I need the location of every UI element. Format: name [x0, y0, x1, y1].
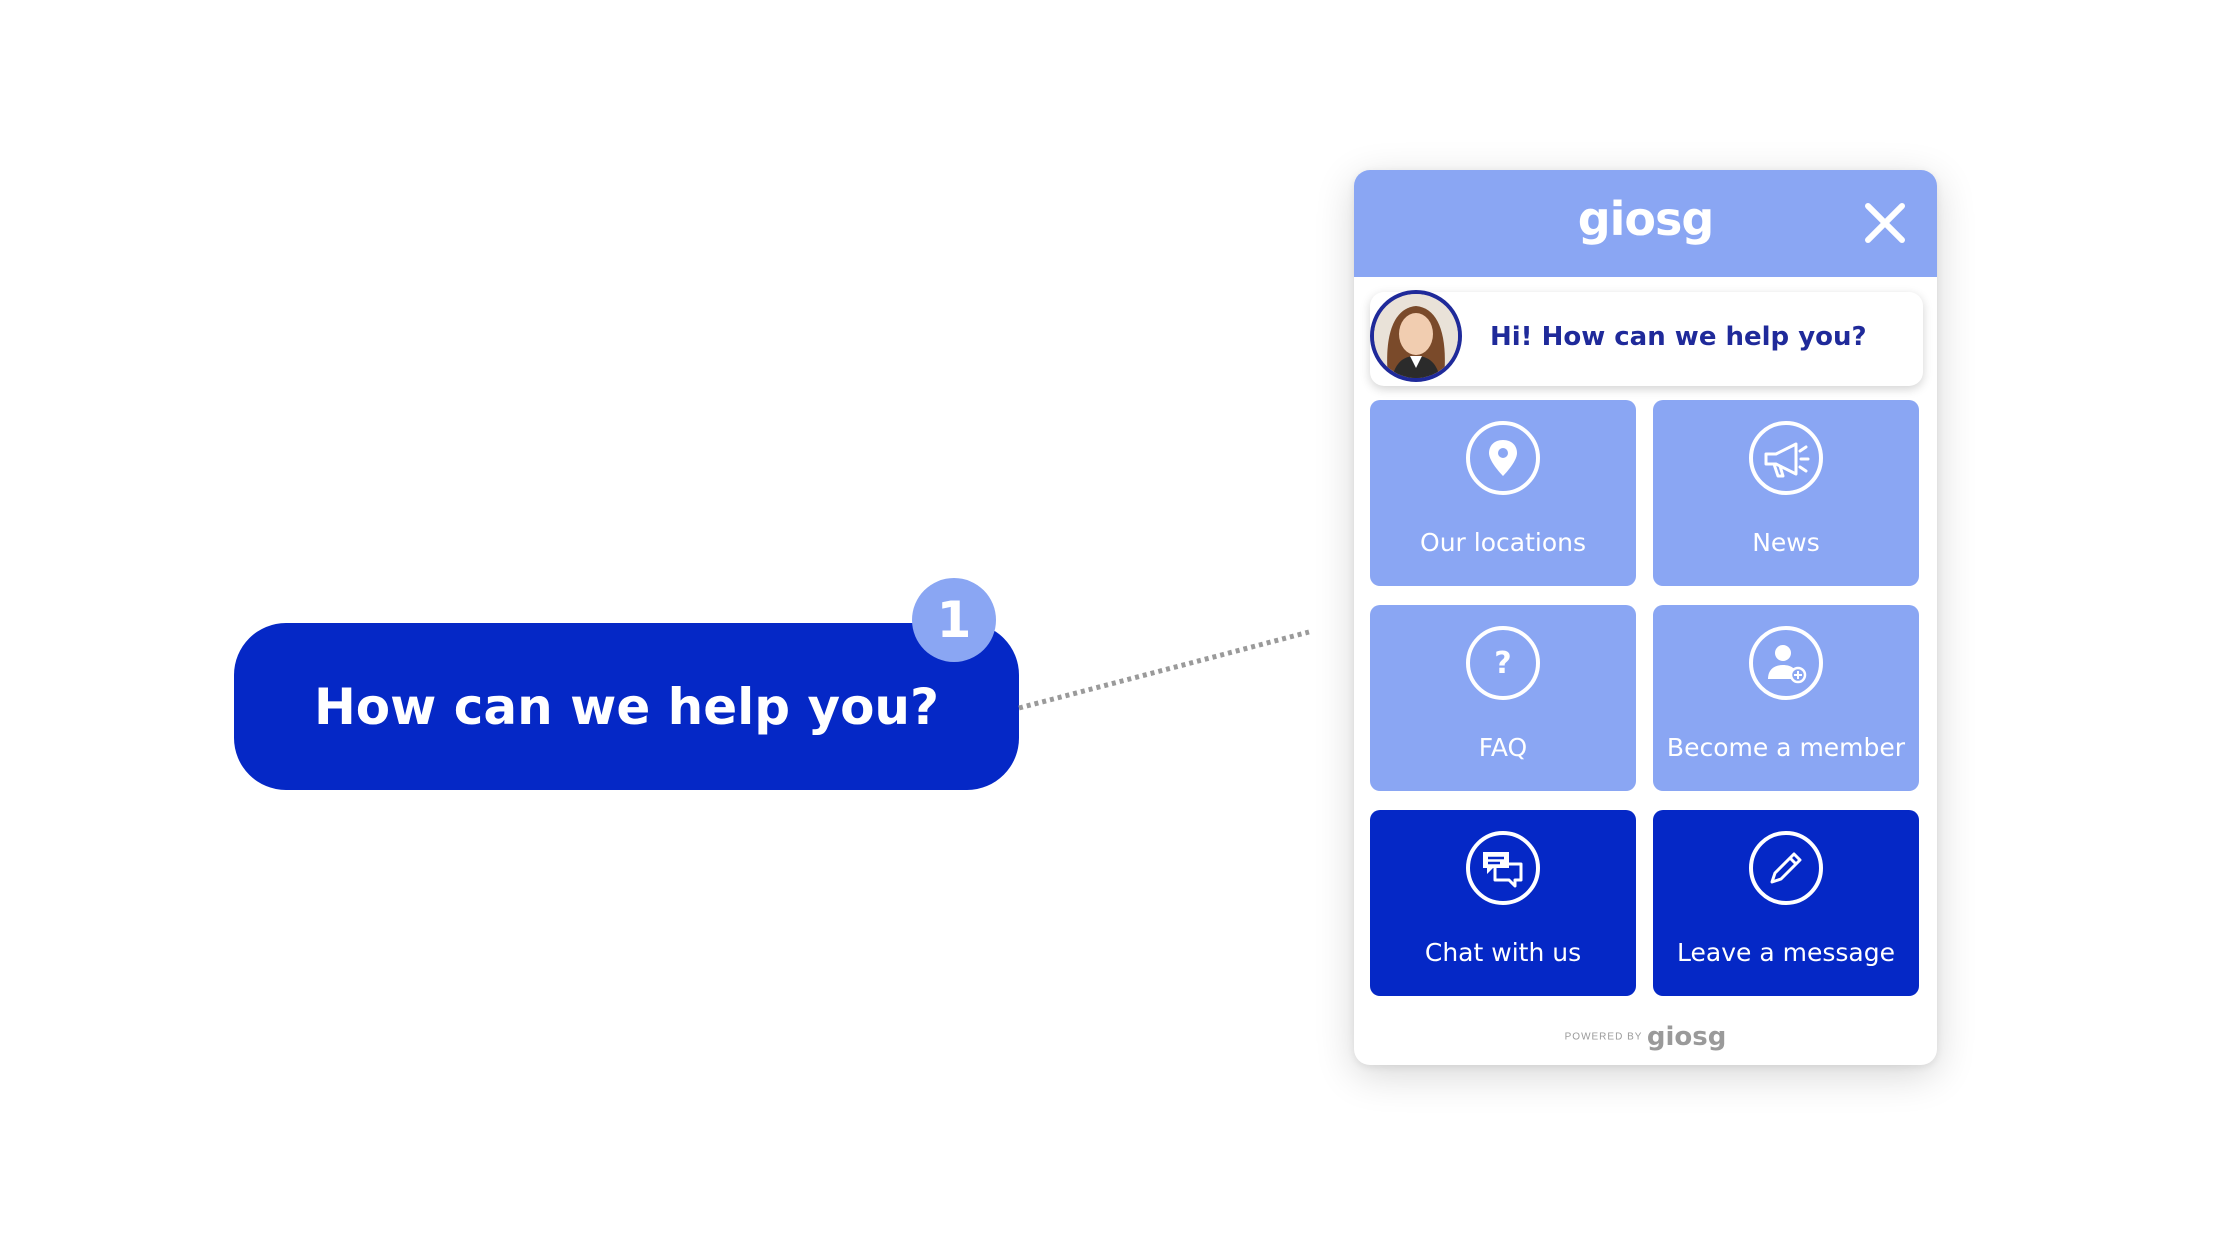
greeting-bubble: [1370, 292, 1923, 386]
callout-text: How can we help you?: [313, 677, 940, 736]
chat-widget: giosg Hi! How can we help you? Our locat…: [1354, 170, 1937, 1065]
tile-label: Become a member: [1666, 733, 1906, 762]
tile-label: Leave a message: [1677, 938, 1895, 967]
svg-text:?: ?: [1494, 646, 1511, 681]
powered-by-footer: POWERED BY giosg: [1354, 1022, 1937, 1052]
widget-header: giosg: [1354, 170, 1937, 277]
connector-line: [1018, 629, 1310, 711]
step-number: 1: [936, 591, 972, 649]
add-user-icon: [1749, 626, 1823, 700]
powered-by-text: POWERED BY: [1564, 1031, 1643, 1043]
pencil-icon: [1749, 831, 1823, 905]
tile-faq[interactable]: ? FAQ: [1370, 605, 1636, 791]
greeting-text: Hi! How can we help you?: [1490, 322, 1867, 352]
tile-leave-a-message[interactable]: Leave a message: [1653, 810, 1919, 996]
tile-become-a-member[interactable]: Become a member: [1653, 605, 1919, 791]
question-icon: ?: [1466, 626, 1540, 700]
giosg-logo: giosg: [1577, 192, 1715, 246]
tile-chat-with-us[interactable]: Chat with us: [1370, 810, 1636, 996]
chat-bubbles-icon: [1466, 831, 1540, 905]
tile-label: FAQ: [1478, 733, 1528, 762]
close-icon: [1865, 203, 1905, 243]
step-badge: 1: [912, 578, 996, 662]
megaphone-icon: [1749, 421, 1823, 495]
agent-avatar: [1370, 290, 1462, 382]
footer-brand-logo: giosg: [1646, 1022, 1727, 1052]
tile-label: News: [1752, 528, 1820, 557]
tile-label: Our locations: [1420, 528, 1586, 557]
tile-news[interactable]: News: [1653, 400, 1919, 586]
location-pin-icon: [1466, 421, 1540, 495]
tile-label: Chat with us: [1424, 938, 1582, 967]
close-button[interactable]: [1862, 200, 1908, 246]
tile-our-locations[interactable]: Our locations: [1370, 400, 1636, 586]
callout-bubble: How can we help you?: [234, 623, 1019, 790]
